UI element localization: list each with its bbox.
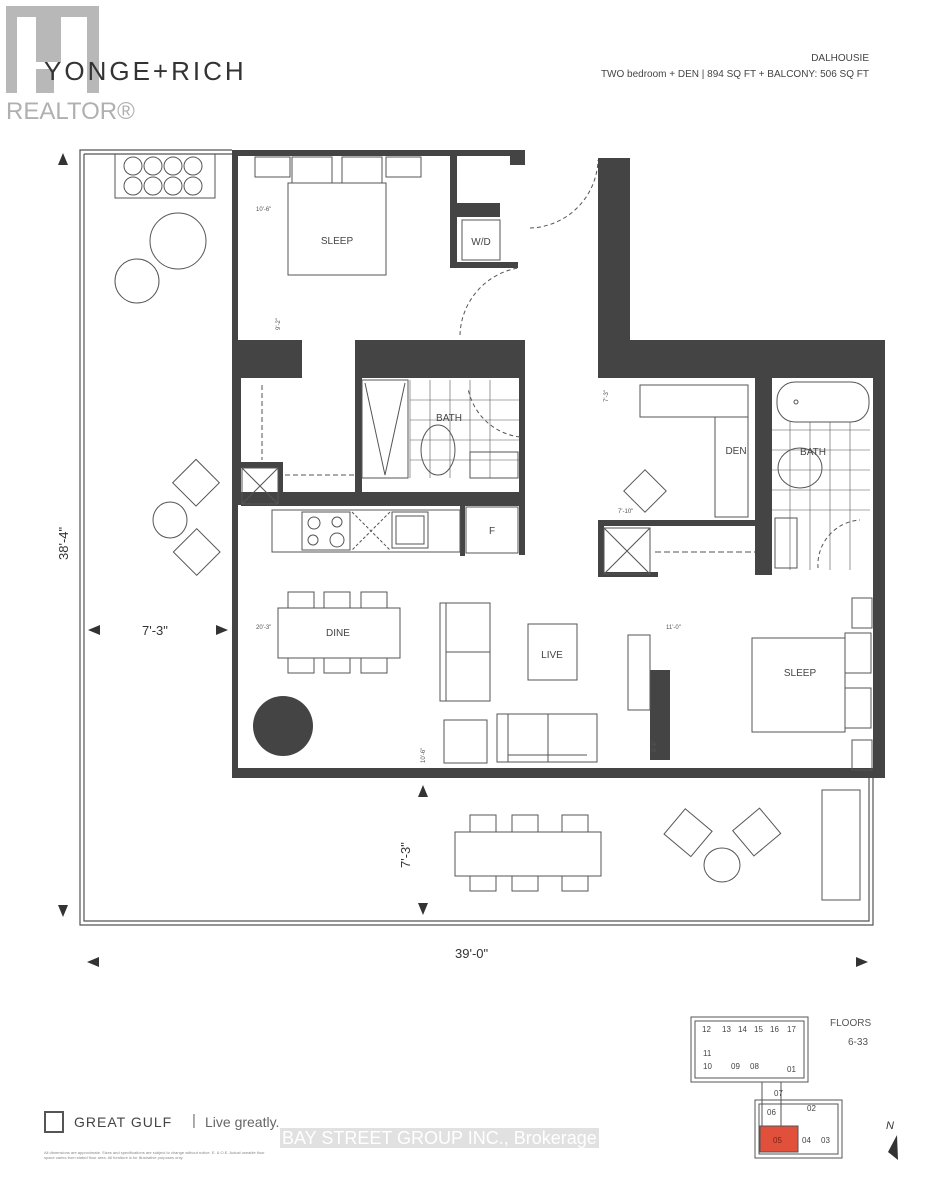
room-label-sleep-primary: SLEEP (321, 236, 354, 247)
dimension-arrows (58, 153, 868, 967)
key-unit-08: 08 (750, 1062, 759, 1071)
dim-den-width: 7'-10" (618, 509, 633, 515)
key-unit-03: 03 (821, 1136, 830, 1145)
room-label-dine: DINE (326, 628, 350, 639)
dim-live-depth: 10'-6" (421, 748, 427, 763)
key-unit-17: 17 (787, 1025, 796, 1034)
room-label-fridge: F (489, 526, 495, 537)
key-plan: 12 13 14 15 16 17 11 10 09 08 01 07 06 0… (690, 1016, 843, 1159)
key-unit-13: 13 (722, 1025, 731, 1034)
key-unit-04: 04 (802, 1136, 811, 1145)
room-label-sleep-secondary: SLEEP (784, 668, 817, 679)
key-plan-unit-labels: 12 13 14 15 16 17 11 10 09 08 01 07 06 0… (702, 1025, 830, 1145)
floors-label: FLOORS (830, 1018, 872, 1029)
room-label-live: LIVE (541, 650, 563, 661)
north-label: N (886, 1120, 894, 1132)
room-label-den: DEN (725, 446, 746, 457)
dim-balcony-side-width: 7'-3" (142, 623, 168, 638)
dim-overall-width: 39'-0" (455, 946, 489, 961)
footer-separator: | (192, 1112, 196, 1129)
key-unit-10: 10 (703, 1062, 712, 1071)
brand-logo: YONGE+RICH (44, 56, 247, 86)
room-label-bath-1: BATH (436, 413, 462, 424)
north-arrow-icon (888, 1135, 898, 1160)
key-unit-09: 09 (731, 1062, 740, 1071)
floors-range: 6-33 (848, 1037, 869, 1048)
dim-sleep-primary-width: 10'-6" (256, 207, 271, 213)
dimension-labels: 10'-6" 9'-2" 7'-3" 7'-10" 20'-3" 11'-0" … (56, 207, 681, 961)
key-unit-12: 12 (702, 1025, 711, 1034)
room-labels: SLEEP W/D BATH DEN BATH F DINE LIVE SLEE… (321, 236, 826, 679)
room-label-bath-2: BATH (800, 447, 826, 458)
dim-balcony-front-depth: 7'-3" (398, 842, 413, 868)
key-unit-06: 06 (767, 1108, 776, 1117)
realtor-logo-text: REALTOR® (6, 98, 135, 125)
developer-tagline: Live greatly. (205, 1114, 280, 1130)
developer-name: GREAT GULF (74, 1114, 173, 1130)
fixtures (114, 153, 873, 901)
unit-description: TWO bedroom + DEN | 894 SQ FT + BALCONY:… (600, 69, 869, 80)
key-unit-01: 01 (787, 1065, 796, 1074)
dim-sleep-primary-depth: 9'-2" (276, 318, 282, 330)
dim-overall-height: 38'-4" (56, 526, 71, 560)
key-unit-14: 14 (738, 1025, 747, 1034)
realtor-logo (6, 6, 99, 93)
key-unit-11: 11 (703, 1049, 712, 1058)
key-unit-02: 02 (807, 1104, 816, 1113)
key-unit-05: 05 (773, 1136, 782, 1145)
dim-sleep-secondary-depth: 9'-6" (652, 740, 658, 752)
key-unit-07: 07 (774, 1089, 783, 1098)
key-plan-highlighted-unit (759, 1125, 799, 1153)
great-gulf-logo-icon (44, 1111, 64, 1133)
room-label-laundry: W/D (471, 237, 490, 248)
walls (232, 150, 885, 778)
key-unit-15: 15 (754, 1025, 763, 1034)
unit-name: DALHOUSIE (811, 53, 869, 64)
key-unit-16: 16 (770, 1025, 779, 1034)
dim-sleep-secondary-width: 11'-0" (666, 625, 681, 631)
disclaimer: All dimensions are approximate. Sizes an… (44, 1150, 265, 1160)
brokerage-watermark: BAY STREET GROUP INC., Brokerage (280, 1128, 599, 1148)
dim-dine-live-width: 20'-3" (256, 625, 271, 631)
dim-den-depth: 7'-3" (604, 390, 610, 402)
